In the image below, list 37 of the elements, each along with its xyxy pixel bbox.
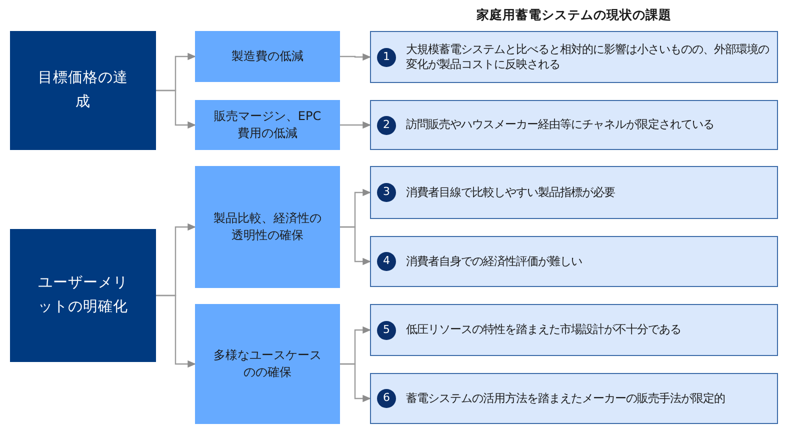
number-badge: 4 bbox=[377, 252, 396, 271]
number-badge: 6 bbox=[377, 389, 396, 408]
arrow bbox=[156, 90, 196, 129]
number-badge: 2 bbox=[377, 116, 396, 134]
issue-box bbox=[370, 100, 778, 150]
node-label: ユーザーメリットの明確化 bbox=[37, 274, 129, 316]
node-label: 多様なユースケースのの確保 bbox=[212, 347, 322, 381]
number-badge: 3 bbox=[377, 183, 396, 202]
node-label: 製造費の低減 bbox=[232, 48, 304, 65]
category-box bbox=[10, 229, 156, 362]
issue-text: 消費者目線で比較しやすい製品指標が必要 bbox=[406, 184, 615, 200]
arrow bbox=[340, 121, 372, 129]
issue-text: 低圧リソースの特性を踏まえた市場設計が不十分である bbox=[406, 322, 681, 338]
issue-text: 大規模蓄電システムと比べると相対的に影響は小さいものの、外部環境の変化が製品コストに反映される bbox=[406, 42, 769, 72]
measure-box bbox=[195, 100, 340, 150]
measure-box bbox=[195, 304, 340, 424]
arrow bbox=[340, 53, 372, 61]
issue-box bbox=[370, 373, 778, 424]
node-label: 目標価格の達成 bbox=[37, 69, 129, 112]
measure-box bbox=[195, 31, 340, 82]
issue-box bbox=[370, 31, 778, 83]
issue-text: 訪問販売やハウスメーカー経由等にチャネルが限定されている bbox=[406, 117, 714, 133]
issue-text: 消費者自身での経済性評価が難しい bbox=[406, 254, 582, 270]
arrow bbox=[156, 294, 196, 368]
number-badge: 1 bbox=[377, 48, 396, 66]
measure-box bbox=[195, 166, 340, 288]
issue-text: 蓄電システムの活用方法を踏まえたメーカーの販売手法が限定的 bbox=[406, 390, 725, 406]
arrow bbox=[340, 226, 372, 266]
diagram-title: 家庭用蓄電システムの現状の課題 bbox=[476, 7, 672, 24]
category-box bbox=[10, 31, 156, 150]
issue-box bbox=[370, 236, 778, 287]
issue-box bbox=[370, 166, 778, 219]
number-badge: 5 bbox=[377, 320, 396, 340]
node-label: 製品比較、経済性の透明性の確保 bbox=[212, 210, 322, 244]
node-label: 販売マージン、EPC費用の低減 bbox=[212, 108, 322, 142]
issue-box bbox=[370, 304, 778, 356]
arrow bbox=[340, 363, 372, 402]
